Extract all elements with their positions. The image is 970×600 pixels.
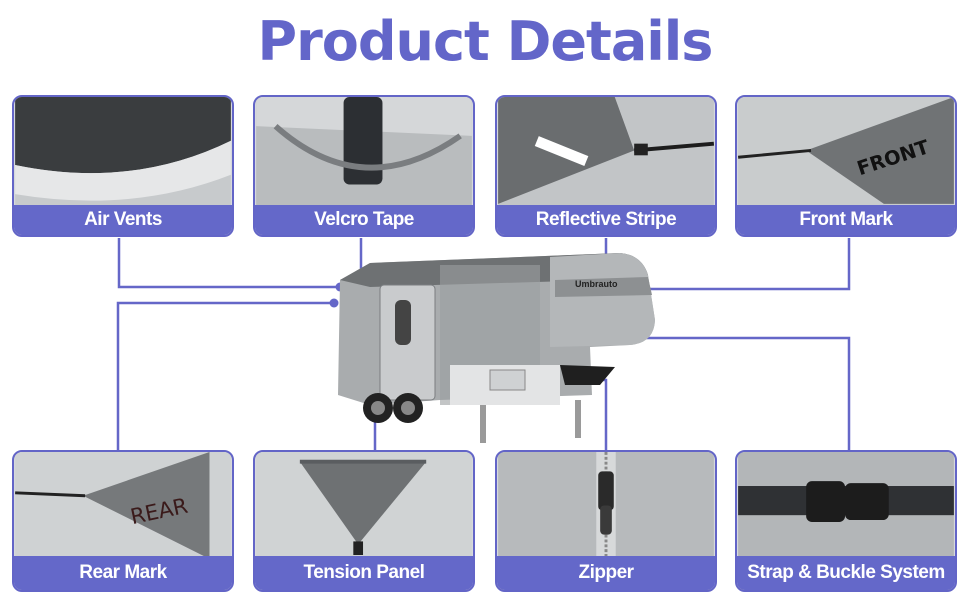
card-reflective-stripe: Reflective Stripe xyxy=(495,95,717,237)
page-title: Product Details xyxy=(257,10,714,73)
brand-text: Umbrauto xyxy=(575,279,618,289)
label-tension-panel: Tension Panel xyxy=(255,556,473,590)
card-rear-mark: REAR Rear Mark xyxy=(12,450,234,592)
card-air-vents: Air Vents xyxy=(12,95,234,237)
label-air-vents: Air Vents xyxy=(14,205,232,235)
label-reflective-stripe: Reflective Stripe xyxy=(497,205,715,235)
label-zipper: Zipper xyxy=(497,556,715,590)
card-velcro-tape: Velcro Tape xyxy=(253,95,475,237)
card-strap-buckle: Strap & Buckle System xyxy=(735,450,957,592)
rv-illustration: Umbrauto xyxy=(338,253,655,443)
label-strap-buckle: Strap & Buckle System xyxy=(737,556,955,590)
card-zipper: Zipper xyxy=(495,450,717,592)
label-rear-mark: Rear Mark xyxy=(14,556,232,590)
label-velcro-tape: Velcro Tape xyxy=(255,205,473,235)
card-front-mark: FRONT Front Mark xyxy=(735,95,957,237)
label-front-mark: Front Mark xyxy=(737,205,955,235)
card-tension-panel: Tension Panel xyxy=(253,450,475,592)
